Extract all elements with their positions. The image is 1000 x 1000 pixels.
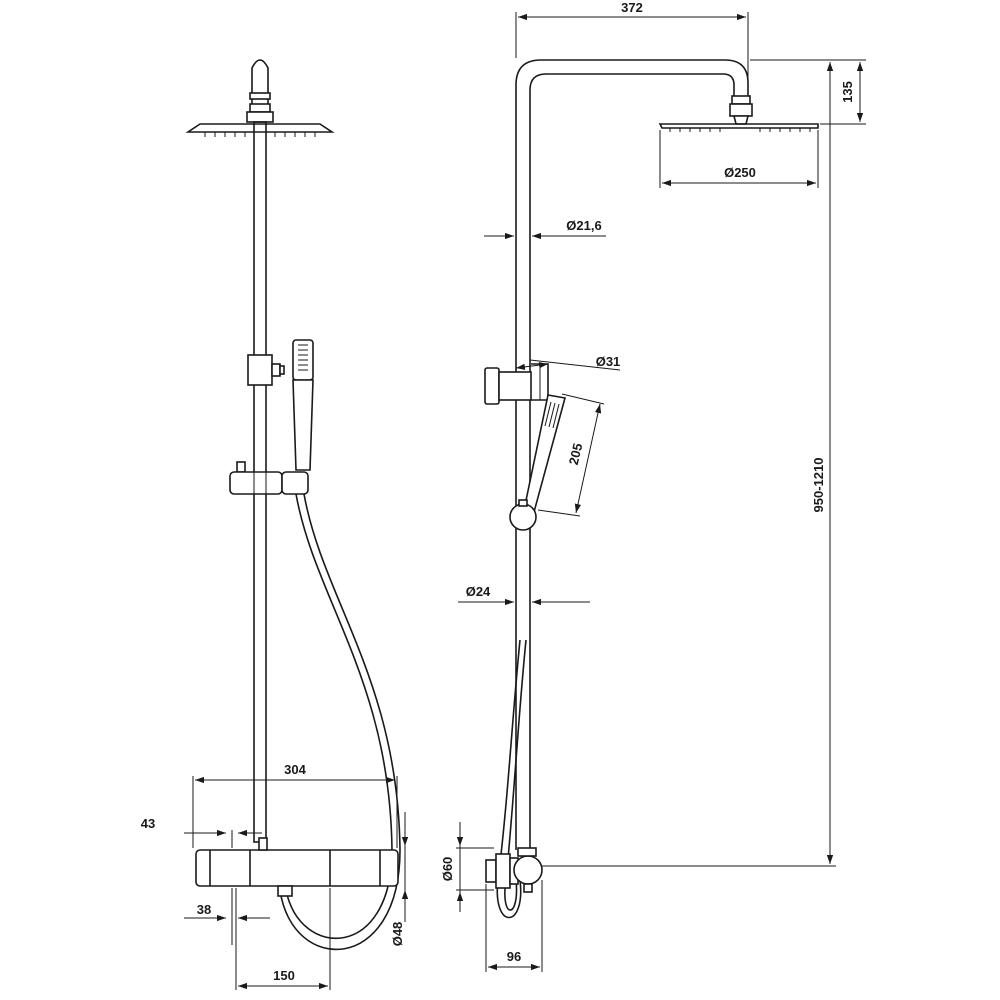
dim-head-diameter: Ø250: [659, 130, 819, 188]
dim-side-arm-length: 372: [515, 0, 749, 96]
side-shower-head: [658, 123, 819, 132]
dim-front-center-distance: 150: [235, 888, 331, 990]
dim-holder-diameter-label: Ø31: [596, 354, 621, 369]
dim-pipe-upper-diameter-label: Ø21,6: [566, 218, 601, 233]
side-head-connector: [729, 95, 753, 125]
front-shower-head: [185, 123, 335, 137]
dim-head-diameter-label: Ø250: [724, 165, 756, 180]
dim-pipe-lower-diameter: Ø24: [458, 584, 590, 606]
dim-front-body-diameter-label: Ø48: [390, 922, 405, 947]
dim-front-rail-width-label: 304: [284, 762, 306, 777]
dim-valve-height-label: Ø60: [440, 857, 455, 882]
dim-side-arm-height-label: 135: [840, 81, 855, 103]
front-slider-bracket: [247, 354, 285, 386]
side-holder: [484, 363, 549, 405]
dim-valve-height: Ø60: [440, 822, 494, 912]
front-top-cap: [246, 59, 274, 123]
dim-front-handle-offset-label: 38: [197, 902, 211, 917]
dim-wall-projection-label: 96: [507, 949, 521, 964]
dim-front-wall-offset-label: 43: [141, 816, 155, 831]
side-main-pipe: [515, 59, 749, 850]
dim-front-handle-offset: 38: [184, 888, 270, 945]
dim-pipe-lower-diameter-label: Ø24: [466, 584, 491, 599]
dim-front-body-diameter: Ø48: [390, 812, 409, 947]
front-holder: [229, 461, 309, 495]
dim-hand-shower-length: 205: [537, 393, 605, 517]
front-valve-body: [195, 837, 399, 897]
dim-front-center-distance-label: 150: [273, 968, 295, 983]
side-pipe-knob: [509, 503, 537, 531]
dim-side-arm-height: 135: [750, 59, 866, 125]
dim-height-range-label: 950-1210: [811, 458, 826, 513]
front-hose: [285, 493, 393, 939]
side-view: 372 135 Ø250 Ø21,6: [440, 0, 866, 972]
dim-front-rail-width: 304: [192, 762, 398, 848]
dim-front-wall-offset: 43: [141, 816, 262, 848]
front-view: 304 43 38 150 Ø48: [141, 59, 409, 990]
dim-holder-diameter: Ø31: [515, 354, 621, 371]
dim-wall-projection: 96: [485, 880, 543, 972]
dim-hand-shower-length-label: 205: [566, 442, 585, 467]
dim-pipe-upper-diameter: Ø21,6: [484, 218, 606, 240]
dim-side-arm-length-label: 372: [621, 0, 643, 15]
front-hand-shower: [292, 339, 314, 471]
dim-height-range: 950-1210: [530, 62, 836, 867]
side-valve: [485, 847, 543, 893]
